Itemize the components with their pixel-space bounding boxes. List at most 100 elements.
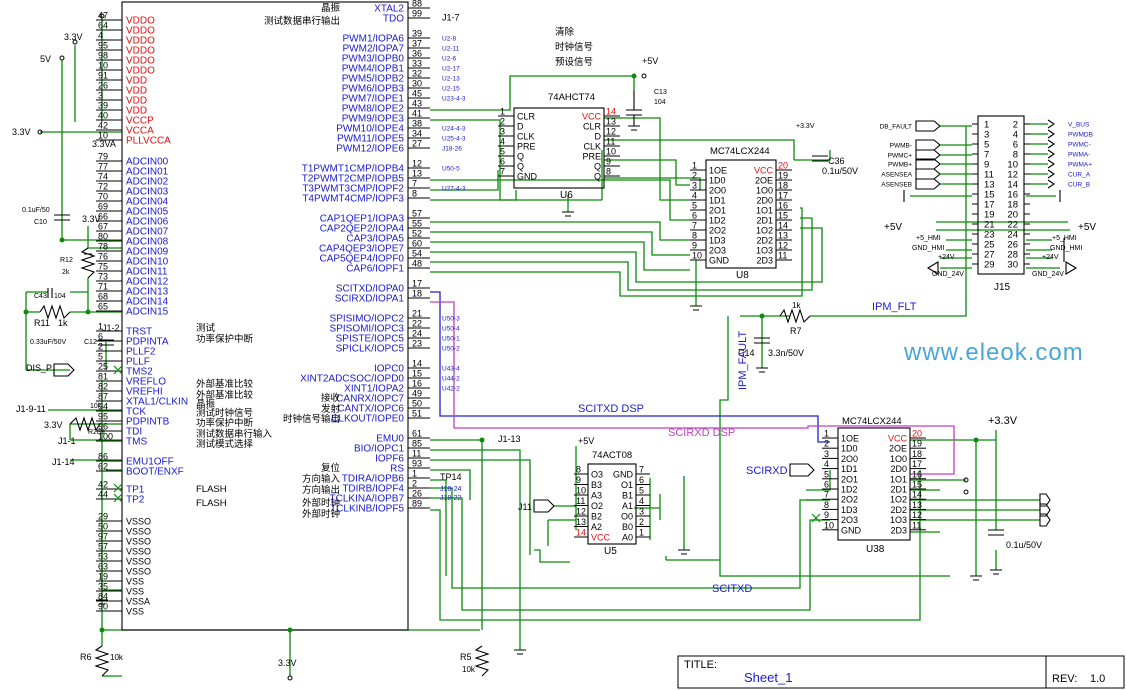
c36-ref: C36 <box>828 156 845 166</box>
c13-value: 104 <box>654 99 666 106</box>
j15-hmi-left: +5_HMI <box>916 235 941 242</box>
j15-right-net-label: CUR_A <box>1068 172 1091 179</box>
right-ports <box>1039 493 1051 527</box>
right-pin-name: TDIRA/IOPB6 <box>342 474 405 485</box>
note-right: 晶振 <box>321 2 341 14</box>
j15-left-net-label: DB_FAULT <box>880 124 912 131</box>
right-pin-name: CAP4QEP3/IOPE7 <box>319 244 404 255</box>
ic-pin-name: 1OE <box>841 434 859 444</box>
ctrl-pin-name: TDI <box>126 427 142 438</box>
scirxd-port <box>789 463 815 477</box>
ctrl-pin-number: 82 <box>98 382 108 392</box>
ic-pin-number: 2 <box>692 171 697 181</box>
j15-left-net-label: ASENSEA <box>881 172 912 179</box>
right-pin-number: 37 <box>412 39 422 49</box>
adc-pin-number: 80 <box>98 232 108 242</box>
ctrl-pin-name: PDPINTA <box>126 337 169 348</box>
net-scirxd-dsp: SCIRXD DSP <box>668 427 735 439</box>
ic-pin-name: B0 <box>622 522 633 532</box>
power-pin-name: VDDO <box>126 56 155 67</box>
ic-pin-name: CLR <box>517 112 536 122</box>
ic-pin-name: 1D1 <box>709 196 726 206</box>
ic-pin-name: GND <box>709 256 730 266</box>
j15-body <box>977 115 1025 275</box>
right-pin-name: XTAL2 <box>374 4 404 15</box>
ic-pin-number: 13 <box>576 517 586 527</box>
ic-pin-name: O0 <box>621 512 633 522</box>
right-pin-name: PWM8/IOPE2 <box>342 104 405 115</box>
ic-pin-number: 1 <box>639 528 644 538</box>
ctrl-pin-name: TP1 <box>126 485 145 496</box>
j15-left-port <box>915 149 941 161</box>
ic-pin-number: 19 <box>778 171 788 181</box>
j15-pin-number: 12 <box>1007 170 1018 181</box>
adc-pin-number: 65 <box>98 302 108 312</box>
junction-dots <box>23 73 979 633</box>
adc-pin-number: 71 <box>98 282 108 292</box>
u8-body <box>705 159 777 269</box>
u6-ref: U6 <box>560 190 573 201</box>
ic-pin-name: 2D1 <box>890 485 907 495</box>
right-pin-tag: U50-5 <box>442 166 460 173</box>
ctrl-pin-name: EMU1OFF <box>126 457 174 468</box>
r5-value: 10k <box>462 665 476 674</box>
ic-pin-number: 8 <box>692 231 697 241</box>
j15-pin-number: 22 <box>1007 220 1018 231</box>
u6-part: 74AHCT74 <box>548 92 595 103</box>
dis-p-port <box>53 363 75 377</box>
ic-pin-number: 2 <box>824 439 829 449</box>
main-dsp-chip-body <box>121 1 409 631</box>
j15-right-ports <box>1047 119 1055 189</box>
note-left: FLASH <box>196 484 227 495</box>
power-pin-number: 39 <box>98 101 108 111</box>
r289-value: 10k <box>90 403 102 410</box>
title-block: TITLE: Sheet_1 REV: 1.0 <box>677 655 1125 689</box>
ic-pin-number: 5 <box>692 201 697 211</box>
power-pin-number: 4 <box>98 31 103 41</box>
adc-pin-number: 69 <box>98 202 108 212</box>
gnd-pin-name: VSSO <box>126 547 151 557</box>
j15-right-net-label: PWMDB <box>1068 132 1093 139</box>
right-pin-name: PWM9/IOPE3 <box>342 114 405 125</box>
j15-pin-number: 28 <box>1007 250 1018 261</box>
r7-resistor <box>779 308 811 324</box>
right-pin-name: TCLKINA/IOPB7 <box>330 494 405 505</box>
ic-pin-number: 19 <box>912 439 922 449</box>
ic-pin-number: 20 <box>912 429 922 439</box>
power-pin-name: PLLVCCA <box>126 136 171 147</box>
ic-pin-number: 6 <box>692 211 697 221</box>
j15-p24-right: +24V <box>1042 254 1059 261</box>
ctrl-pin-name: VREFLO <box>126 377 166 388</box>
u38-part: MC74LCX244 <box>842 416 902 427</box>
c12-capacitor <box>98 339 114 346</box>
right-pin-name: CAP3/IOPA5 <box>346 234 404 245</box>
right-pin-number: 22 <box>412 319 422 329</box>
power-pin-number: 26 <box>98 81 108 91</box>
ic-pin-name: 2D0 <box>756 196 773 206</box>
right-pin-tag: U2-13 <box>442 76 460 83</box>
ic-pin-number: 12 <box>606 127 616 137</box>
right-pin-name: IOPF6 <box>375 454 404 465</box>
j15-pin-number: 25 <box>984 240 995 251</box>
ic-pin-name: CLK <box>583 142 601 152</box>
net-j1-14: J1-14 <box>52 457 75 467</box>
right-pin-name: PWM4/IOPB1 <box>342 64 405 75</box>
note-left: 外部基准比较 <box>196 378 254 390</box>
power-pin-number: 91 <box>98 71 108 81</box>
ic-pin-number: 6 <box>824 480 829 490</box>
power-pin-number: 40 <box>98 111 108 121</box>
r12-resistor <box>80 247 96 279</box>
ic-pin-number: 7 <box>692 221 697 231</box>
right-pin-name: PWM11/IOPE5 <box>337 134 404 145</box>
ic-pin-name: 1D0 <box>709 176 726 186</box>
power-5v: 5V <box>40 54 51 64</box>
net-ipm-flt: IPM_FLT <box>872 301 917 313</box>
u5-ref: U5 <box>604 546 617 557</box>
right-pin-number: 85 <box>412 439 422 449</box>
power-3v3-b: 3.3V <box>12 127 31 137</box>
j15-p5v-right: +5V <box>1078 222 1096 233</box>
ctrl-pin-number: 94 <box>98 402 108 412</box>
